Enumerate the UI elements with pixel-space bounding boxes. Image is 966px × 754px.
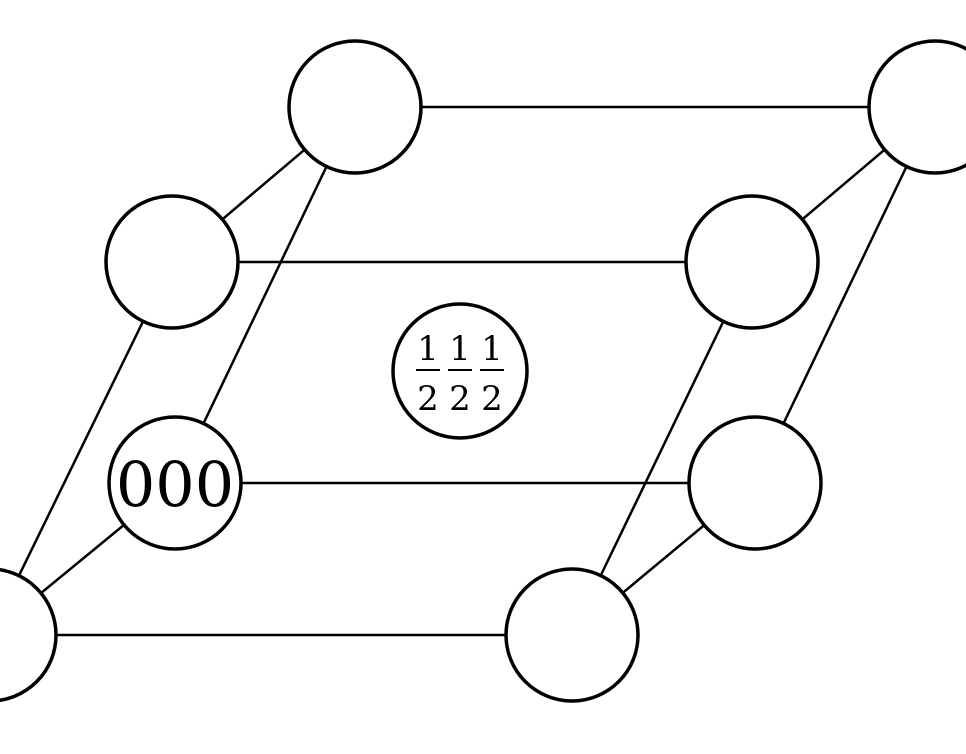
center-label: 1 1 1 2 2 2	[416, 329, 504, 419]
center-numerator-y: 1	[449, 329, 471, 369]
edge-slant-right-back	[753, 106, 937, 484]
lattice-atoms	[0, 39, 966, 703]
center-numerator-x: 1	[417, 329, 439, 369]
atom-top-back-right	[867, 39, 966, 175]
atom-origin	[107, 415, 243, 551]
edge-slant-right-front	[570, 261, 754, 636]
origin-label: 000	[116, 448, 234, 521]
center-denominator-y: 2	[449, 379, 471, 419]
atom-top-front-left	[104, 194, 240, 330]
atom-top-back-left	[287, 39, 423, 175]
center-numerator-z: 1	[481, 329, 503, 369]
edge-slant-left-front	[0, 261, 174, 618]
center-denominator-z: 2	[481, 379, 503, 419]
atom-bottom-front-left	[0, 568, 58, 702]
atom-top-front-right	[684, 194, 820, 330]
edge-slant-left-back	[173, 106, 357, 484]
center-denominator-x: 2	[417, 379, 439, 419]
atom-bottom-front-right	[504, 567, 640, 703]
atom-bottom-back-right	[687, 415, 823, 551]
